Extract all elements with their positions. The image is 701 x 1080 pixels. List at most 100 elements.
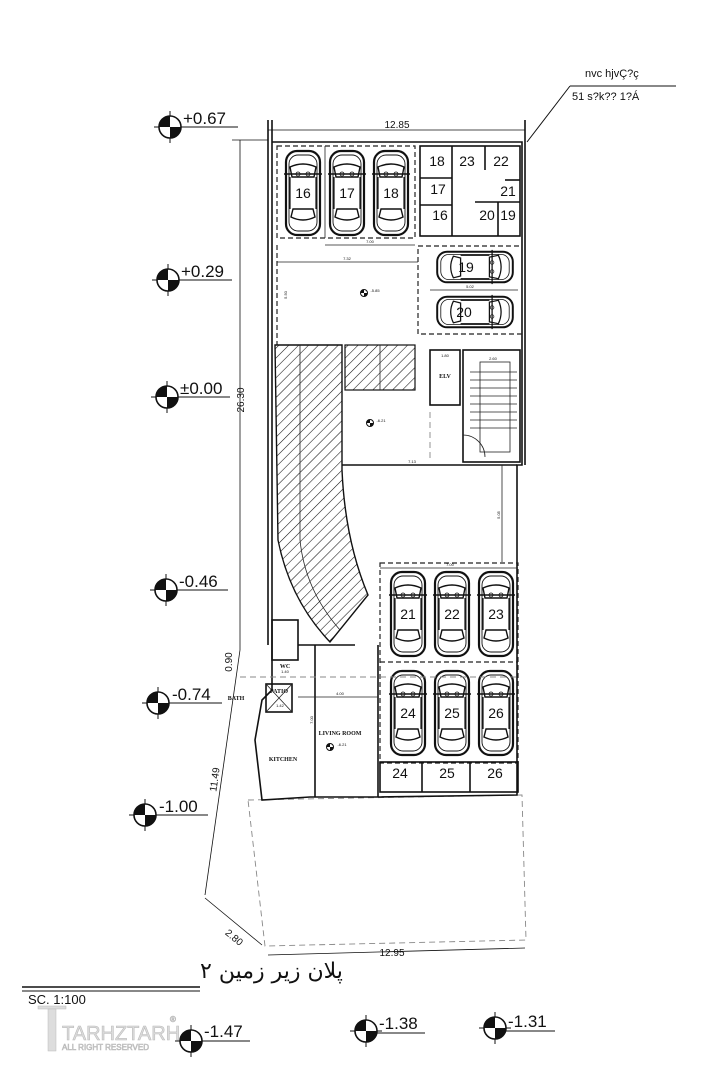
- stamp-line-1: nvc hjvÇ?ç: [585, 68, 639, 80]
- watermark-subtext: ALL RIGHT RESERVED: [62, 1043, 149, 1052]
- space-number: 23: [488, 606, 504, 622]
- storage-21: 21: [500, 183, 516, 199]
- level-marker: ±0.00: [150, 379, 230, 414]
- space-number: 16: [295, 185, 311, 201]
- level-marker: -0.46: [149, 572, 228, 607]
- parking-top: 7.00 16 17 18: [276, 145, 416, 246]
- level-text: -1.38: [379, 1014, 418, 1033]
- parking-space-26: 26: [475, 669, 517, 757]
- level-marker: -1.31: [478, 1011, 555, 1045]
- level-text: -0.46: [179, 572, 218, 591]
- dim-living-depth: 7.00: [309, 715, 314, 724]
- level-text: -0.74: [172, 685, 211, 704]
- watermark-logo: TARHZTARH ALL RIGHT RESERVED ®: [37, 1005, 180, 1052]
- storage-16: 16: [432, 207, 448, 223]
- room-patio: PATIO: [270, 689, 288, 695]
- dim-mid-width: 7.13: [408, 459, 417, 464]
- room-wc: WC: [280, 664, 290, 670]
- dim-top-width: 12.85: [384, 120, 409, 131]
- level-text: -1.31: [508, 1012, 547, 1031]
- space-number-19: 19: [458, 259, 474, 275]
- dim-mid-depth: 5.05: [496, 510, 501, 519]
- level-text: -1.47: [204, 1022, 243, 1041]
- spot-level-mid: -6.21: [376, 418, 386, 423]
- room-living: LIVING ROOM: [319, 731, 362, 737]
- dim-driveway: 7.32: [343, 256, 352, 261]
- level-text: +0.67: [183, 109, 226, 128]
- dim-living-width: 4.00: [336, 691, 345, 696]
- room-kitchen: KITCHEN: [269, 757, 298, 763]
- parking-space-20: [436, 293, 514, 331]
- site-boundary-lower: [247, 794, 527, 947]
- level-text: ±0.00: [180, 379, 222, 398]
- dim-side-parking: 5.02: [466, 284, 475, 289]
- storage-26: 26: [487, 765, 503, 781]
- living-unit: WC 1.40 PATIO 1.42 BATH KITCHEN 4.00 7.0…: [228, 619, 517, 797]
- storage-19: 19: [500, 207, 516, 223]
- dim-bottom-width: 12.95: [379, 948, 404, 959]
- space-number: 18: [383, 185, 399, 201]
- space-number-20: 20: [456, 304, 472, 320]
- level-text: -1.00: [159, 797, 198, 816]
- driveway-top: 7.32 5.50 -5.85: [276, 245, 418, 345]
- registered-mark: ®: [170, 1015, 176, 1024]
- parking-side: 5.02 19 20: [417, 245, 523, 335]
- level-text: +0.29: [181, 262, 224, 281]
- parking-space-24: 24: [387, 669, 429, 757]
- storage-23: 23: [459, 153, 475, 169]
- room-bath: BATH: [228, 696, 245, 702]
- storage-top: 18 23 22 17 21 16 20 19: [419, 145, 521, 237]
- drawing-scale: SC. 1:100: [28, 992, 86, 1007]
- parking-space-25: 25: [431, 669, 473, 757]
- level-marker: +0.67: [153, 109, 238, 144]
- parking-lower: 7.00 21 22 23 24 25 26 24 25 26: [379, 562, 519, 793]
- level-marker: +0.29: [151, 262, 232, 297]
- watermark-text: TARHZTARH: [62, 1023, 180, 1045]
- stamp-line-2: 51 s?k?? 1?Á: [572, 90, 640, 103]
- dim-parking-top: 7.00: [366, 239, 375, 244]
- storage-22: 22: [493, 153, 509, 169]
- spot-level-living: -6.21: [337, 742, 347, 747]
- level-marker: -1.38: [349, 1014, 425, 1048]
- dim-elv: 1.80: [441, 353, 450, 358]
- dim-lower-left: 11.49: [208, 766, 222, 792]
- parking-space-23: 23: [475, 570, 517, 658]
- dim-corner: 2.80: [223, 928, 245, 949]
- space-number: 21: [400, 606, 416, 622]
- title-stamp: nvc hjvÇ?ç 51 s?k?? 1?Á: [526, 68, 676, 143]
- mid-area: 7.13 5.05 -6.21: [342, 412, 517, 562]
- parking-space-16: 16: [282, 149, 324, 237]
- level-marker: -1.00: [128, 797, 208, 832]
- drawing-title-block: پلان زیر زمین ۲ SC. 1:100: [22, 959, 343, 1007]
- parking-space-22: 22: [431, 570, 473, 658]
- space-number: 17: [339, 185, 355, 201]
- level-marker: -0.74: [141, 685, 222, 720]
- parking-space-18: 18: [370, 149, 412, 237]
- outer-walls: [267, 120, 526, 645]
- storage-17: 17: [430, 181, 446, 197]
- elevator-stair-core: ELV 1.80 2.60: [429, 349, 521, 463]
- storage-20: 20: [479, 207, 495, 223]
- space-number: 22: [444, 606, 460, 622]
- parking-space-21: 21: [387, 570, 429, 658]
- dim-lower-parking: 7.00: [446, 562, 455, 567]
- space-number: 25: [444, 705, 460, 721]
- room-elevator: ELV: [439, 374, 451, 380]
- spot-level-top: -5.85: [370, 288, 380, 293]
- storage-25: 25: [439, 765, 455, 781]
- dim-offset: 0.90: [224, 652, 235, 672]
- drawing-title: پلان زیر زمین ۲: [200, 959, 343, 984]
- parking-space-19: [436, 248, 514, 286]
- storage-18: 18: [429, 153, 445, 169]
- parking-space-17: 17: [326, 149, 368, 237]
- dim-stair: 2.60: [489, 356, 498, 361]
- ramp: [274, 344, 416, 644]
- level-marker: -1.47: [174, 1022, 250, 1058]
- dim-wc: 1.40: [281, 669, 290, 674]
- storage-24: 24: [392, 765, 408, 781]
- dim-driveway-depth: 5.50: [283, 290, 288, 299]
- space-number: 26: [488, 705, 504, 721]
- space-number: 24: [400, 705, 416, 721]
- dim-patio: 1.42: [276, 703, 285, 708]
